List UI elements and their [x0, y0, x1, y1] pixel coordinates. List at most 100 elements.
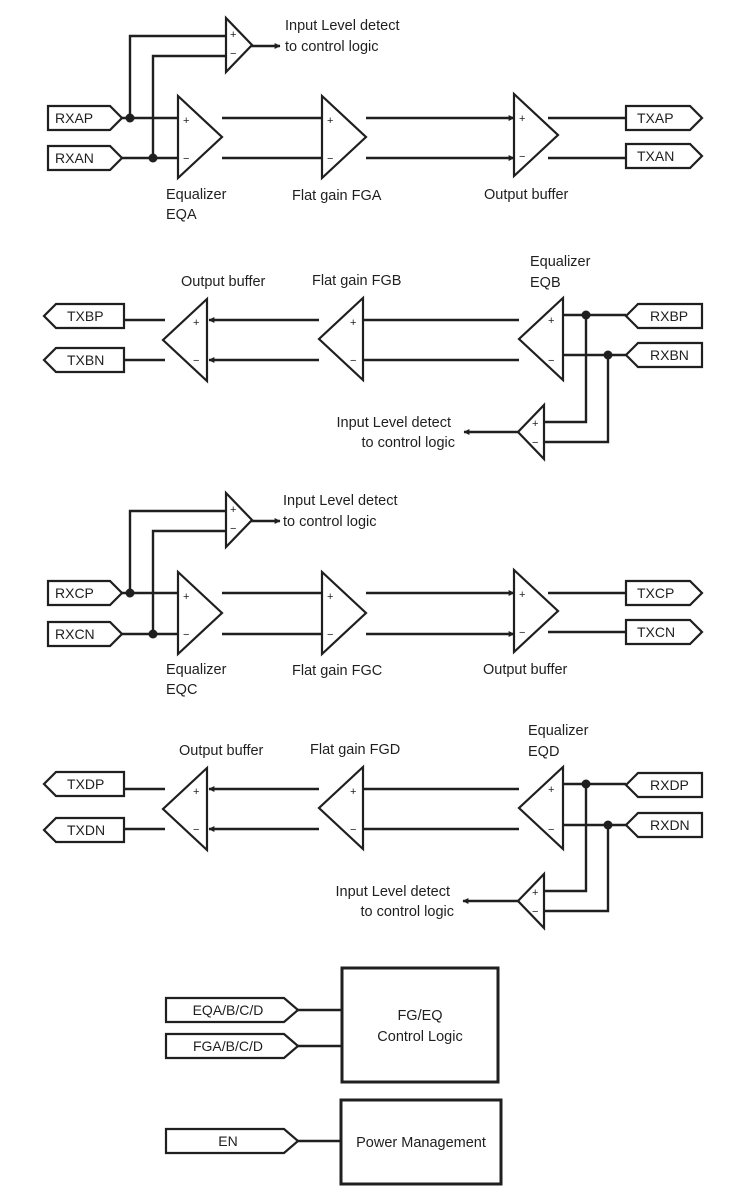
- port-eq-select: [164, 996, 300, 1024]
- detect-label: to control logic: [283, 514, 377, 530]
- control-logic-title: FG/EQ: [397, 1008, 442, 1024]
- minus-sign: −: [548, 824, 554, 836]
- port-label: EN: [218, 1133, 237, 1149]
- flat-gain-fgb: [317, 295, 365, 383]
- port-label: RXAN: [55, 150, 94, 166]
- output-buffer-label: Output buffer: [483, 662, 568, 678]
- flat-gain-fga: [320, 93, 368, 181]
- plus-sign: +: [193, 317, 199, 329]
- minus-sign: −: [327, 629, 333, 641]
- port-label: FGA/B/C/D: [193, 1038, 263, 1054]
- port-rxcp: [46, 579, 124, 607]
- port-rxap: [46, 104, 124, 132]
- port-label: RXBP: [650, 308, 688, 324]
- plus-sign: +: [230, 504, 236, 516]
- plus-sign: +: [327, 115, 333, 127]
- output-buffer-label: Output buffer: [181, 274, 266, 290]
- channel-a: + − + − + − + − RXAP RXAN TXAP TXAN Inpu…: [46, 15, 704, 223]
- port-rxcn: [46, 620, 124, 648]
- port-en: [164, 1127, 300, 1155]
- detect-label: to control logic: [361, 904, 455, 920]
- port-label: TXBP: [67, 308, 104, 324]
- port-fg-select: [164, 1032, 300, 1060]
- detect-label: to control logic: [285, 39, 379, 55]
- output-buffer-label: Output buffer: [179, 743, 264, 759]
- output-buffer-c: [512, 567, 560, 655]
- plus-sign: +: [519, 113, 525, 125]
- flat-gain-fgc: [320, 569, 368, 657]
- minus-sign: −: [183, 153, 189, 165]
- control-logic-block: [340, 966, 500, 1084]
- port-rxan: [46, 144, 124, 172]
- junction-dot: [148, 153, 158, 163]
- equalizer-label: Equalizer: [166, 662, 227, 678]
- plus-sign: +: [193, 786, 199, 798]
- port-label: TXBN: [67, 352, 104, 368]
- flat-gain-label: Flat gain FGA: [292, 188, 382, 204]
- minus-sign: −: [327, 153, 333, 165]
- port-rxbn: [624, 341, 704, 369]
- power-section: EN Power Management: [164, 1098, 503, 1186]
- port-label: TXAP: [637, 110, 674, 126]
- port-label: TXDP: [67, 776, 104, 792]
- port-txdn: [42, 816, 126, 844]
- output-buffer-d: [161, 765, 209, 853]
- port-txan: [624, 142, 704, 170]
- minus-sign: −: [519, 627, 525, 639]
- minus-sign: −: [548, 355, 554, 367]
- plus-sign: +: [532, 887, 538, 899]
- plus-sign: +: [327, 591, 333, 603]
- port-label: TXAN: [637, 148, 674, 164]
- input-level-detector-b: [516, 402, 546, 462]
- port-rxdn: [624, 811, 704, 839]
- port-label: TXCP: [637, 585, 674, 601]
- plus-sign: +: [350, 317, 356, 329]
- port-label: RXBN: [650, 347, 689, 363]
- plus-sign: +: [350, 786, 356, 798]
- minus-sign: −: [230, 48, 236, 60]
- output-buffer-label: Output buffer: [484, 187, 569, 203]
- control-logic-section: EQA/B/C/D FGA/B/C/D FG/EQ Control Logic: [164, 966, 500, 1084]
- detect-label: Input Level detect: [283, 493, 397, 509]
- equalizer-name: EQA: [166, 207, 197, 223]
- port-rxdp: [624, 771, 704, 799]
- flat-gain-label: Flat gain FGC: [292, 663, 382, 679]
- channel-b: + − + − + − + − RXBP RXBN TXBP TXBN Equa…: [42, 254, 704, 462]
- plus-sign: +: [548, 315, 554, 327]
- detect-label: to control logic: [362, 435, 456, 451]
- power-management-block: [339, 1098, 503, 1186]
- plus-sign: +: [183, 591, 189, 603]
- minus-sign: −: [230, 523, 236, 535]
- detect-label: Input Level detect: [336, 884, 450, 900]
- plus-sign: +: [532, 418, 538, 430]
- port-txbn: [42, 346, 126, 374]
- plus-sign: +: [548, 784, 554, 796]
- equalizer-label: Equalizer: [530, 254, 591, 270]
- power-management-label: Power Management: [356, 1135, 486, 1151]
- equalizer-label: Equalizer: [166, 187, 227, 203]
- equalizer-eqd: [517, 764, 565, 852]
- input-level-detector-d: [516, 871, 546, 931]
- port-label: RXCP: [55, 585, 94, 601]
- junction-dot: [125, 113, 135, 123]
- port-label: EQA/B/C/D: [193, 1002, 264, 1018]
- minus-sign: −: [350, 355, 356, 367]
- minus-sign: −: [532, 906, 538, 918]
- equalizer-eqa: [176, 93, 224, 181]
- port-label: RXAP: [55, 110, 93, 126]
- control-logic-subtitle: Control Logic: [377, 1029, 462, 1045]
- minus-sign: −: [193, 355, 199, 367]
- equalizer-name: EQC: [166, 682, 197, 698]
- channel-d: + − + − + − + − RXDP RXDN TXDP TXDN Equa…: [42, 723, 704, 931]
- detect-label: Input Level detect: [285, 18, 399, 34]
- equalizer-name: EQB: [530, 275, 561, 291]
- port-txcn: [624, 618, 704, 646]
- plus-sign: +: [230, 29, 236, 41]
- minus-sign: −: [350, 824, 356, 836]
- port-txdp: [42, 770, 126, 798]
- plus-sign: +: [183, 115, 189, 127]
- channel-c: + − + − + − + − RXCP RXCN TXCP TXCN Inpu…: [46, 490, 704, 698]
- input-level-detector-a: [224, 15, 254, 75]
- port-txcp: [624, 579, 704, 607]
